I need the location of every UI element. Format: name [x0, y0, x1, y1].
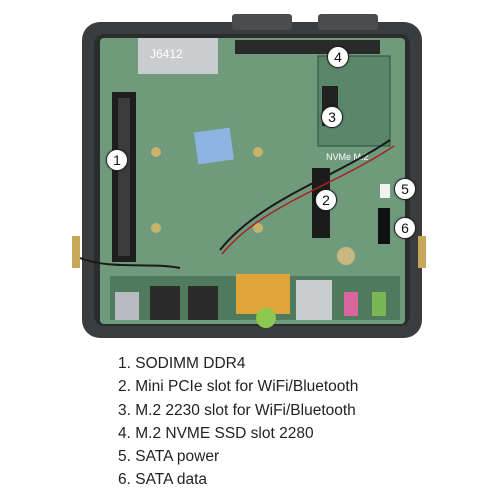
legend-number: 5. — [118, 448, 131, 466]
legend-label: SATA power — [135, 448, 220, 466]
dp-port — [188, 286, 218, 320]
usb-port — [115, 292, 139, 320]
coin-battery — [337, 247, 355, 265]
nvme-silkscreen: NVMe M.2 — [326, 152, 369, 162]
legend-label: SODIMM DDR4 — [135, 355, 246, 372]
serial-port-1 — [232, 14, 292, 30]
legend-item: 3. M.2 2230 slot for WiFi/Bluetooth — [118, 399, 358, 422]
legend-number: 2. — [118, 378, 131, 396]
antenna-left — [72, 236, 80, 268]
antenna-cable — [219, 139, 391, 251]
legend-number: 1. — [118, 355, 131, 372]
legend-number: 4. — [118, 424, 131, 442]
mount-hole — [151, 147, 161, 157]
motherboard-photo: J6412 NVMe M.2 — [72, 14, 426, 338]
legend-item: 1. SODIMM DDR4 — [118, 352, 358, 375]
serial-port-2 — [318, 14, 378, 30]
legend-label: M.2 NVME SSD slot 2280 — [135, 424, 314, 442]
legend-item: 6. SATA data — [118, 468, 358, 491]
sata-power-connector — [380, 184, 390, 198]
antenna-cable-red — [221, 145, 395, 255]
antenna-right — [418, 236, 426, 268]
callout-4: 4 — [327, 46, 349, 68]
audio-jack-green — [372, 292, 386, 316]
mount-hole — [253, 147, 263, 157]
capacitor — [256, 308, 276, 328]
callout-5: 5 — [394, 178, 416, 200]
callout-3: 3 — [321, 106, 343, 128]
hdmi-port — [150, 286, 180, 320]
antenna-cable-left — [79, 257, 181, 269]
callout-6: 6 — [394, 217, 416, 239]
top-connector-strip — [235, 40, 380, 54]
legend-label: SATA data — [135, 471, 208, 489]
legend-item: 2. Mini PCIe slot for WiFi/Bluetooth — [118, 375, 358, 398]
audio-jack-pink — [344, 292, 358, 316]
legend-label: Mini PCIe slot for WiFi/Bluetooth — [135, 378, 359, 396]
board-silkscreen: J6412 — [150, 47, 183, 61]
callout-1: 1 — [106, 149, 128, 171]
callout-2: 2 — [315, 189, 337, 211]
legend-number: 6. — [118, 471, 131, 489]
sata-data-connector — [378, 208, 390, 244]
legend-item: 4. M.2 NVME SSD slot 2280 — [118, 422, 358, 445]
lan-usb-block — [138, 38, 218, 74]
usb-stack — [296, 280, 332, 320]
kapton-tape — [236, 274, 290, 314]
component-legend: 1. SODIMM DDR4 2. Mini PCIe slot for WiF… — [118, 352, 358, 492]
legend-item: 5. SATA power — [118, 445, 358, 468]
legend-number: 3. — [118, 401, 131, 419]
sodimm-slot-inner — [118, 98, 130, 256]
legend-label: M.2 2230 slot for WiFi/Bluetooth — [135, 401, 356, 419]
mount-hole — [151, 223, 161, 233]
mount-hole — [253, 223, 263, 233]
label-sticker — [193, 127, 235, 165]
